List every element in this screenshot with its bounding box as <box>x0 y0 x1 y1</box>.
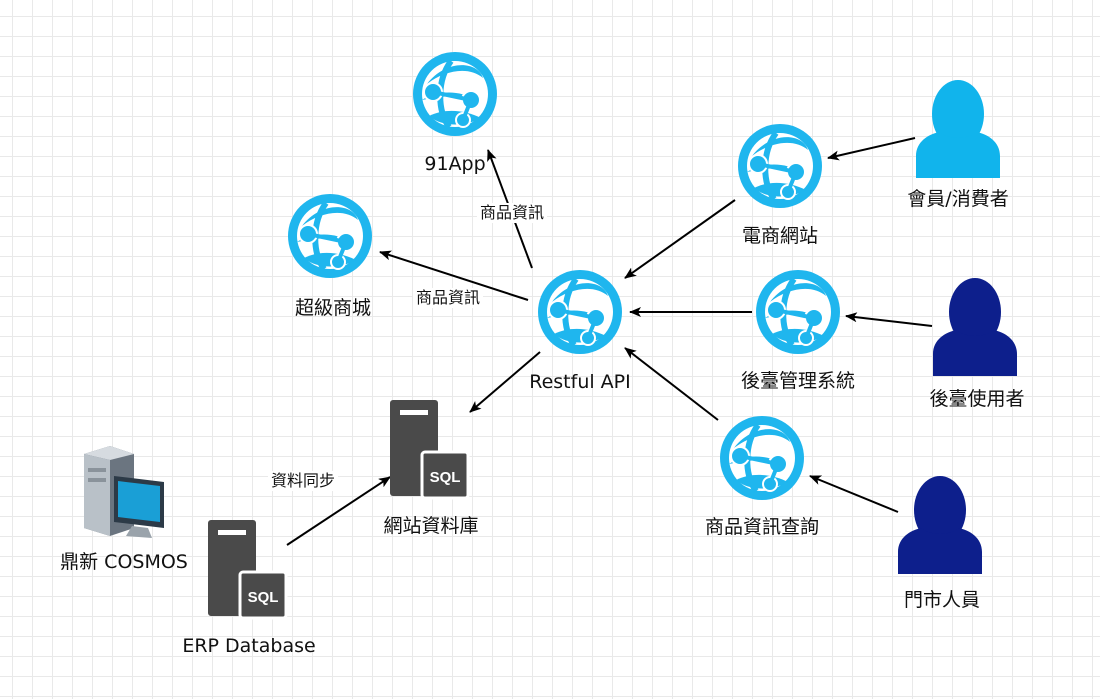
edge-backend-user-to-backoffice <box>845 312 933 327</box>
edge-api-to-supermall <box>379 250 529 301</box>
edge-member-to-ecommerce <box>827 137 916 161</box>
node-label-product-query: 商品資訊查詢 <box>704 516 820 538</box>
desktop-computer-icon <box>84 446 164 538</box>
node-label-ecommerce: 電商網站 <box>741 225 819 247</box>
sql-server-icon: SQL <box>208 520 288 620</box>
user-icon <box>916 80 1000 178</box>
globe-icon <box>413 52 497 136</box>
globe-icon <box>756 270 840 354</box>
edge-label-api-to-91app: 商品資訊 <box>477 203 548 223</box>
user-icon <box>933 278 1017 376</box>
node-label-web-db: 網站資料庫 <box>383 515 479 537</box>
node-label-erp-db: ERP Database <box>182 635 316 657</box>
node-label-backoffice: 後臺管理系統 <box>740 370 856 392</box>
edge-label-erp-to-web-db: 資料同步 <box>268 471 339 491</box>
node-label-91app: 91App <box>424 153 486 175</box>
globe-icon <box>538 270 622 354</box>
globe-icon <box>720 416 804 500</box>
edge-api-to-web-db <box>469 351 541 413</box>
node-label-member: 會員/消費者 <box>907 188 1009 210</box>
node-label-store-staff: 門市人員 <box>903 589 981 611</box>
sql-icon-text: SQL <box>430 469 461 486</box>
globe-icon <box>288 194 372 278</box>
node-label-restful-api: Restful API <box>529 371 631 393</box>
sql-server-icon: SQL <box>390 400 470 500</box>
user-icon <box>898 476 982 574</box>
edge-erp-to-web-db <box>286 476 391 546</box>
sql-icon-text: SQL <box>248 589 279 606</box>
node-label-supermall: 超級商城 <box>294 297 372 319</box>
edge-store-staff-to-product-query <box>809 475 899 513</box>
node-label-cosmos: 鼎新 COSMOS <box>60 551 188 573</box>
node-label-backend-user: 後臺使用者 <box>929 388 1025 410</box>
edge-label-api-to-supermall: 商品資訊 <box>413 288 484 308</box>
edge-product-query-to-api <box>624 347 719 421</box>
globe-icon <box>738 124 822 208</box>
edge-ecommerce-to-api <box>624 199 736 279</box>
